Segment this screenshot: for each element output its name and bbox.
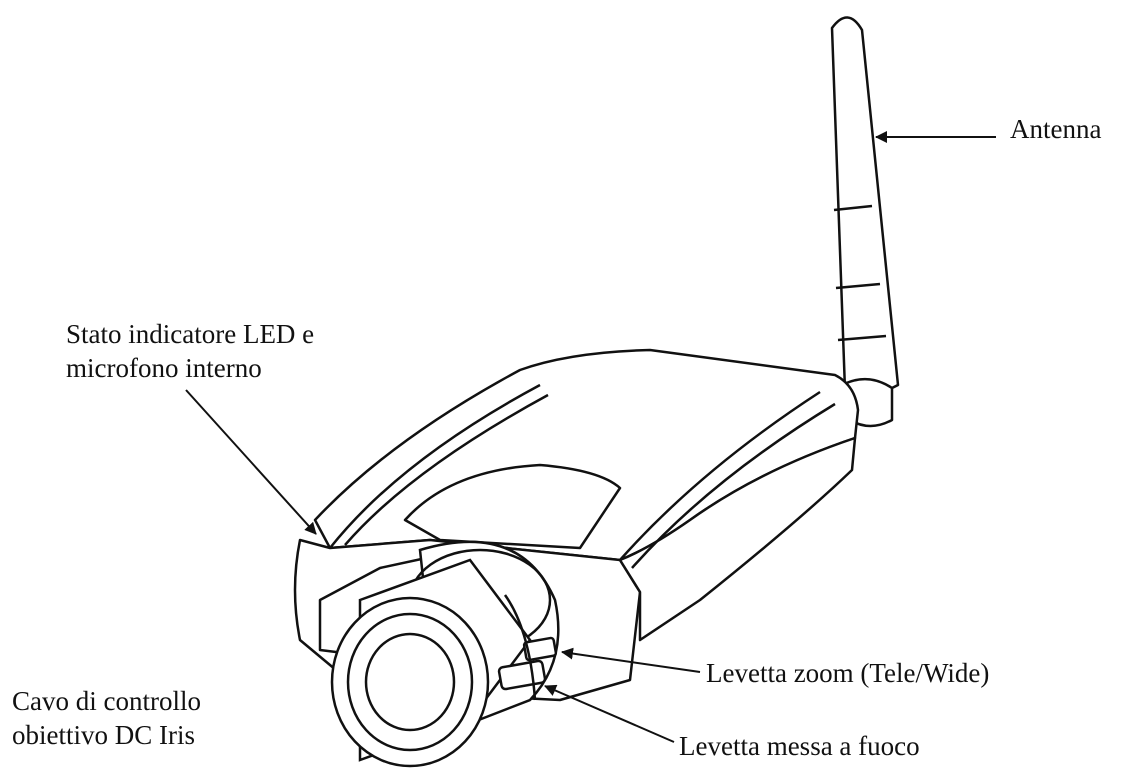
focus-label-text: Levetta messa a fuoco [679, 731, 920, 761]
focus-callout-line [544, 684, 675, 743]
led-microphone-label: Stato indicatore LED e microfono interno [66, 317, 314, 385]
callout-lines [185, 131, 996, 743]
led-label-line-1: Stato indicatore LED e [66, 319, 315, 349]
zoom-lever-label: Levetta zoom (Tele/Wide) [706, 656, 989, 690]
focus-lever-label: Levetta messa a fuoco [679, 729, 920, 763]
camera-lens [330, 540, 560, 768]
iris-label-line-1: Cavo di controllo [12, 686, 201, 716]
led-label-line-2: microfono interno [66, 353, 262, 383]
iris-label-line-2: obiettivo DC Iris [12, 720, 195, 750]
antenna-label-text: Antenna [1010, 114, 1102, 144]
zoom-label-text: Levetta zoom (Tele/Wide) [706, 658, 990, 688]
zoom-callout-line [561, 647, 701, 673]
iris-cable-label: Cavo di controllo obiettivo DC Iris [12, 684, 201, 752]
led-callout-line [185, 389, 317, 535]
antenna-drawing [830, 16, 900, 428]
antenna-label: Antenna [1010, 112, 1101, 146]
